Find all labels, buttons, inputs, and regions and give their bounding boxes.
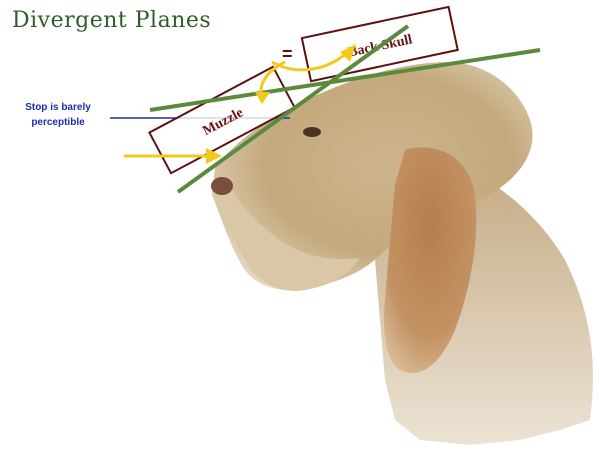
dog-nose bbox=[211, 177, 233, 195]
equals-sign: = bbox=[282, 44, 293, 64]
dog-eye bbox=[303, 127, 321, 137]
